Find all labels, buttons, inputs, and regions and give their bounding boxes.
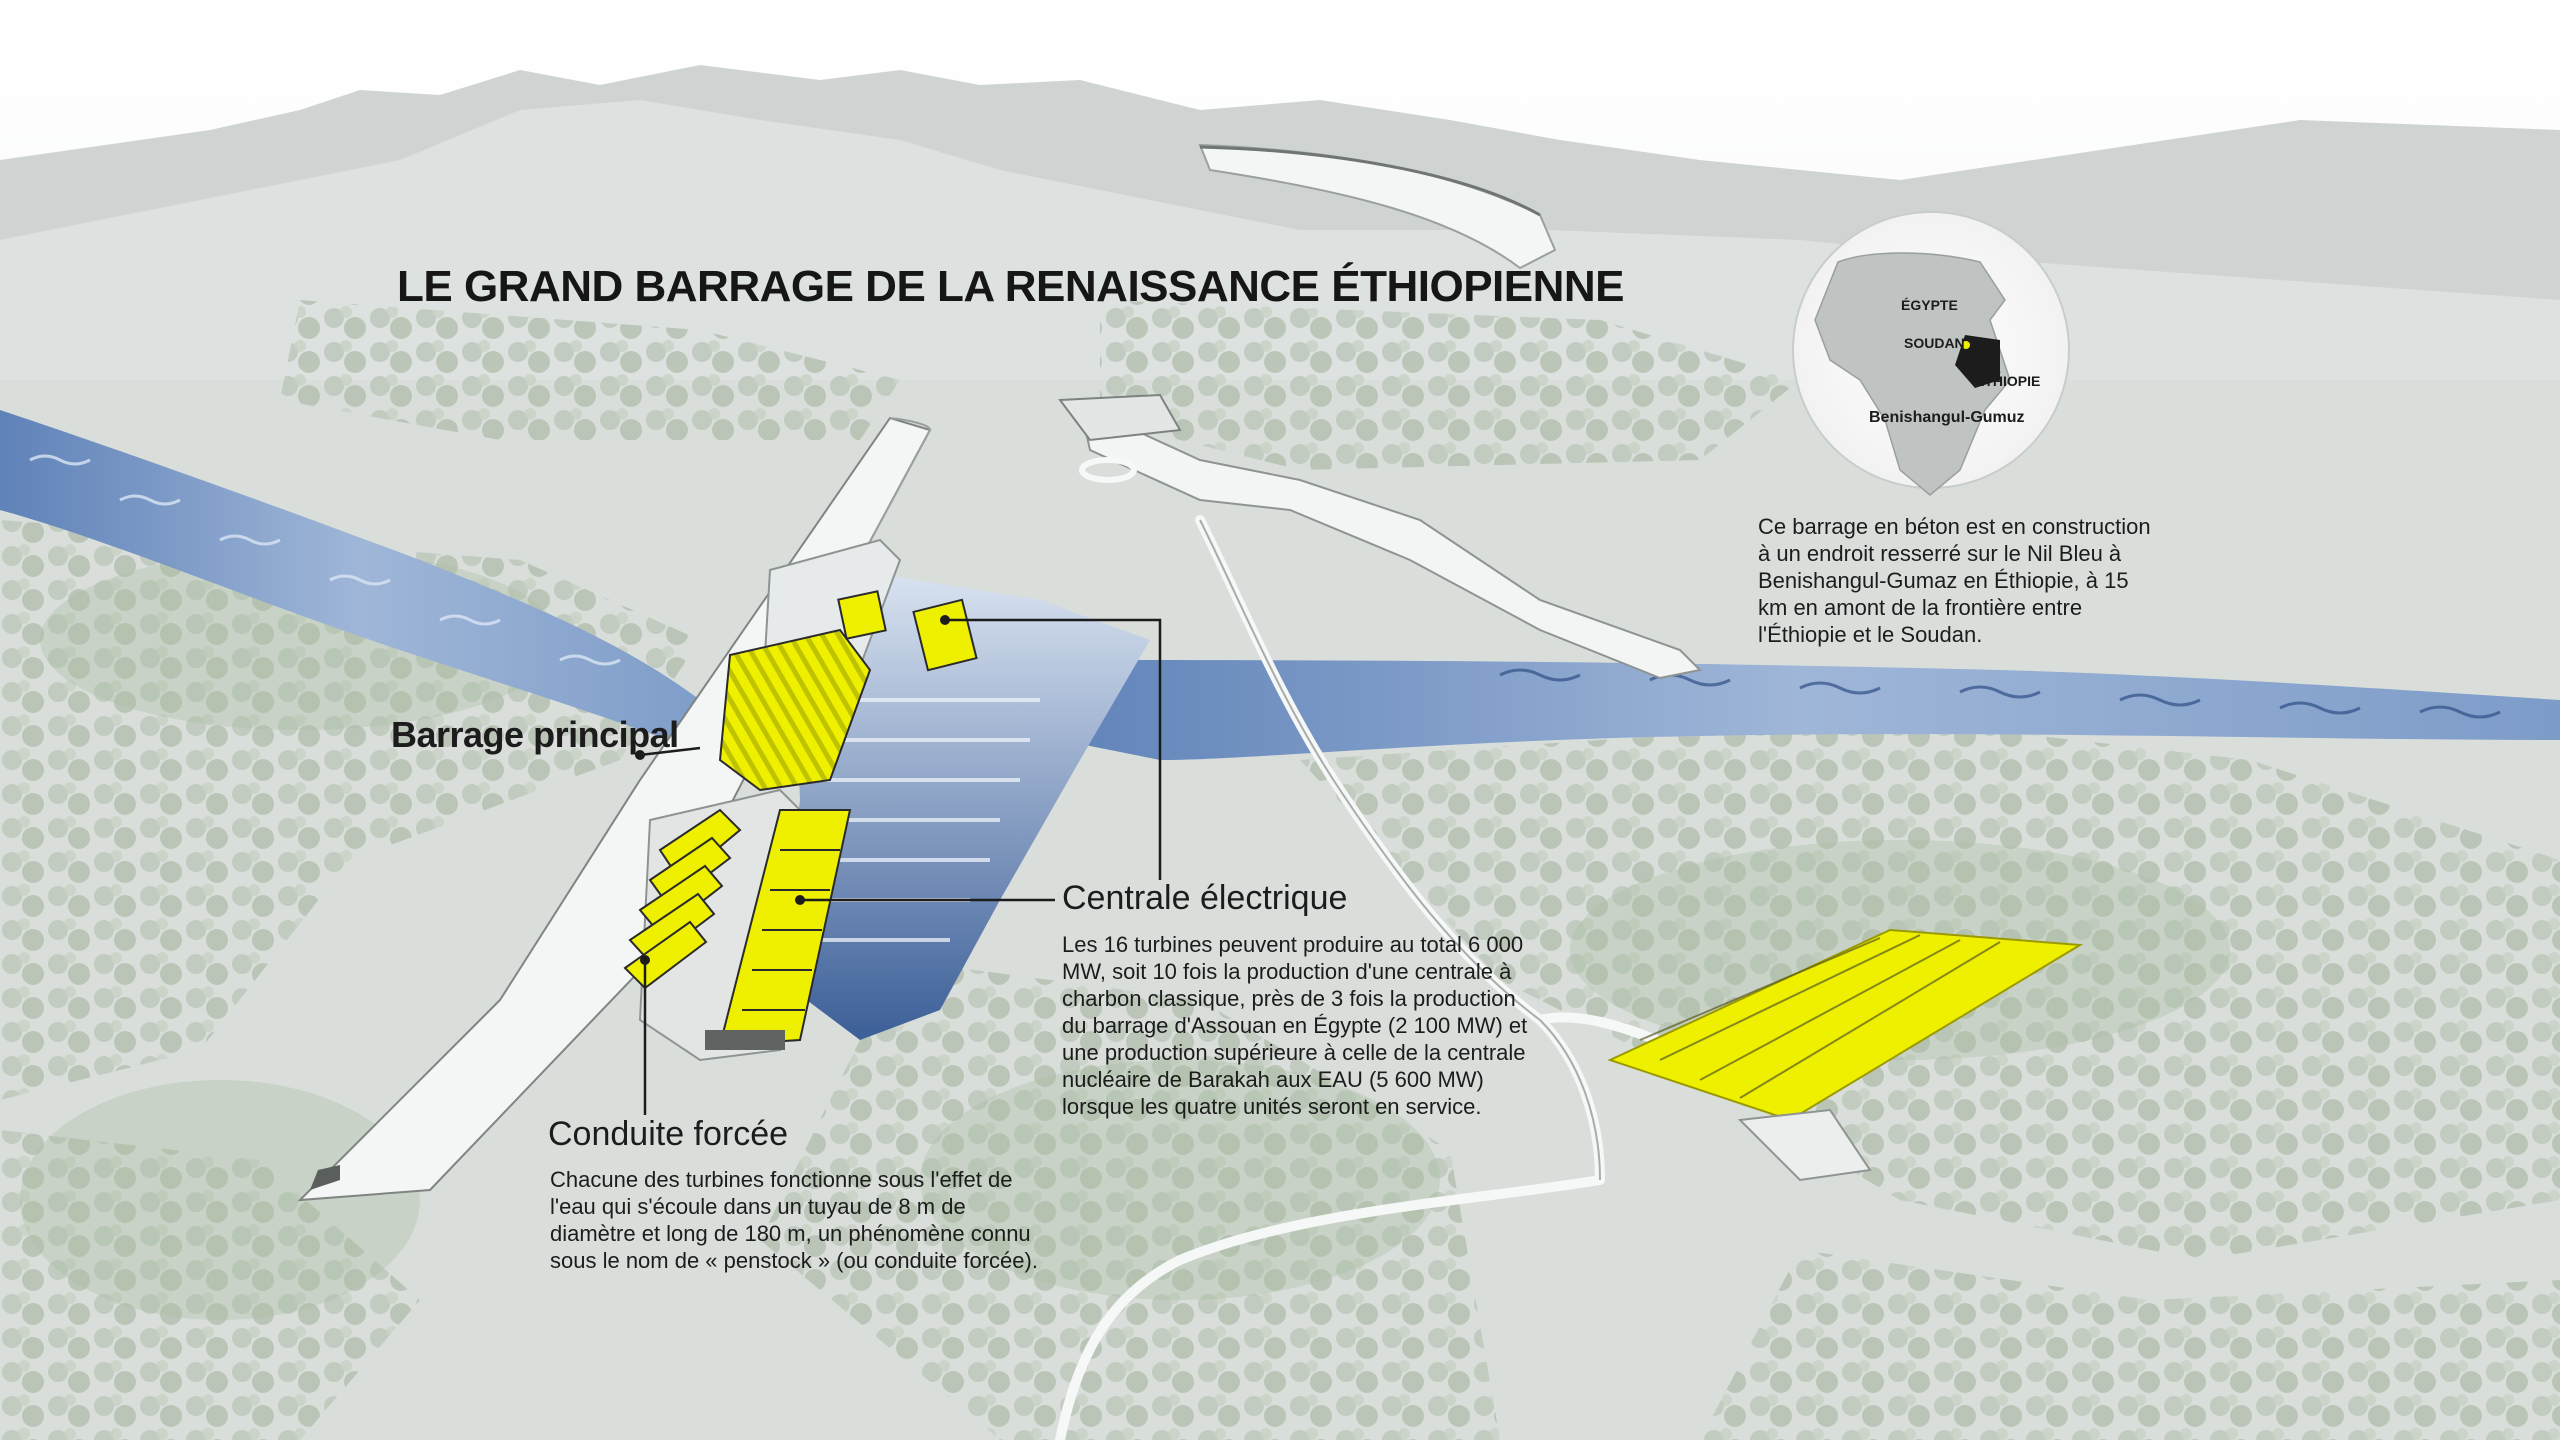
solar-substation (1607, 928, 2084, 1182)
location-description: Ce barrage en béton est en construction … (1758, 514, 2151, 647)
penstock-title: Conduite forcée (548, 1115, 789, 1153)
locator-globe (1792, 211, 2070, 496)
page-title: LE GRAND BARRAGE DE LA RENAISSANCE ÉTHIO… (397, 262, 1625, 311)
powerhouse-title: Centrale électrique (1062, 879, 1348, 917)
penstock-pipes (623, 808, 742, 990)
powerhouse (705, 809, 852, 1050)
globe-label-ethiopia: ÉTHIOPIE (1975, 373, 2041, 389)
main-dam-label: Barrage principal (391, 714, 679, 755)
powerhouse-description: Les 16 turbines peuvent produire au tota… (1062, 932, 1528, 1119)
globe-label-sudan: SOUDAN (1904, 335, 1965, 351)
globe-label-egypt: ÉGYPTE (1901, 297, 1958, 313)
turbine-hall-upper (718, 590, 978, 792)
globe-label-region: Benishangul-Gumuz (1869, 409, 2025, 426)
penstock-description: Chacune des turbines fonctionne sous l'e… (550, 1167, 1038, 1273)
